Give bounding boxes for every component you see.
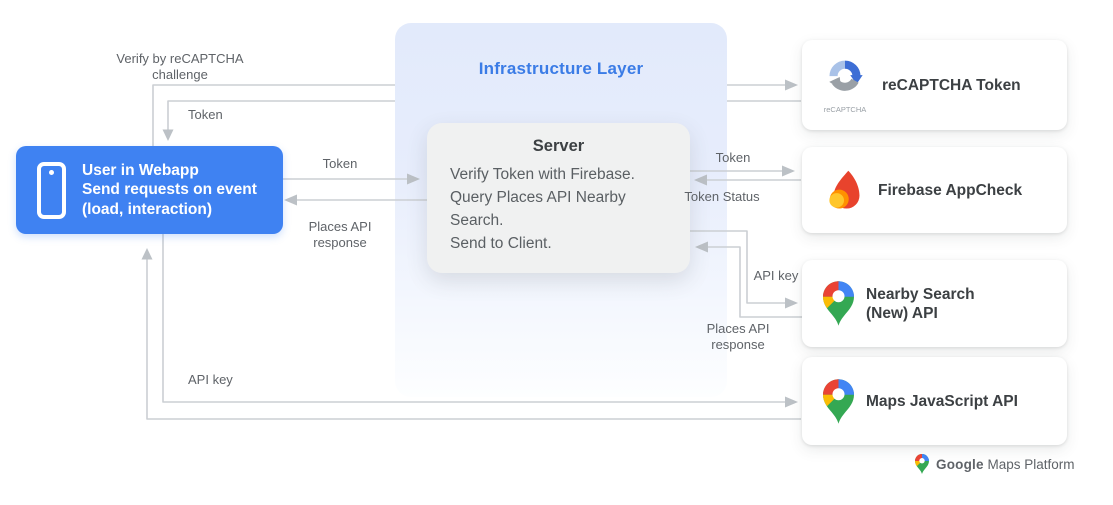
card-title-recaptcha-token: reCAPTCHA Token: [882, 76, 1021, 94]
label-token-server-firebase: Token: [715, 150, 751, 165]
label-token-user-server: Token: [322, 156, 358, 171]
phone-camera-dot: [49, 169, 54, 175]
card-nearby-search-api: Nearby Search (New) API: [802, 260, 1067, 347]
brand-suffix: Maps Platform: [983, 456, 1075, 472]
google-maps-platform-brand: Google Maps Platform: [915, 454, 1074, 474]
server-title: Server: [532, 137, 585, 155]
firebase-icon: [824, 169, 864, 212]
server-line-2: Query Places API Nearby Search.: [450, 189, 626, 229]
label-places-api-response-right: Places API response: [706, 321, 770, 352]
user-webapp-line-3: (load, interaction): [82, 200, 213, 218]
server-line-3: Send to Client.: [450, 235, 552, 252]
label-verify-by-recaptcha: Verify by reCAPTCHA challenge: [116, 51, 244, 82]
card-recaptcha-token: reCAPTCHA reCAPTCHA Token: [802, 40, 1067, 130]
card-title-firebase-appcheck: Firebase AppCheck: [878, 181, 1023, 199]
label-token-status: Token Status: [684, 189, 760, 204]
label-api-key-server: API key: [753, 268, 799, 283]
user-webapp-line-2: Send requests on event: [82, 181, 257, 199]
google-maps-platform-text: Google Maps Platform: [936, 457, 1074, 472]
label-api-key-user: API key: [188, 372, 233, 387]
recaptcha-caption: reCAPTCHA: [823, 104, 867, 114]
user-webapp-text: User in Webapp Send requests on event (l…: [82, 161, 257, 220]
label-token-top: Token: [188, 107, 223, 122]
card-maps-javascript-api: Maps JavaScript API: [802, 357, 1067, 445]
server-description: Verify Token with Firebase. Query Places…: [450, 163, 675, 255]
user-webapp-box: User in Webapp Send requests on event (l…: [16, 146, 283, 234]
user-webapp-line-1: User in Webapp: [82, 161, 199, 179]
card-firebase-appcheck: Firebase AppCheck: [802, 147, 1067, 233]
recaptcha-logo-block: reCAPTCHA: [816, 57, 874, 114]
infrastructure-layer-title: Infrastructure Layer: [478, 59, 644, 78]
maps-pin-icon: [822, 378, 854, 424]
server-line-1: Verify Token with Firebase.: [450, 166, 635, 183]
phone-icon: [37, 161, 66, 219]
card-title-maps-javascript: Maps JavaScript API: [866, 392, 1018, 410]
maps-pin-icon: [822, 281, 854, 326]
google-maps-platform-pin-icon: [915, 454, 929, 474]
card-title-nearby-search: Nearby Search (New) API: [866, 285, 975, 322]
label-places-api-response-left: Places API response: [308, 219, 372, 250]
recaptcha-icon: [829, 60, 863, 91]
brand-google: Google: [936, 456, 984, 472]
server-box: Server Verify Token with Firebase. Query…: [427, 123, 690, 273]
